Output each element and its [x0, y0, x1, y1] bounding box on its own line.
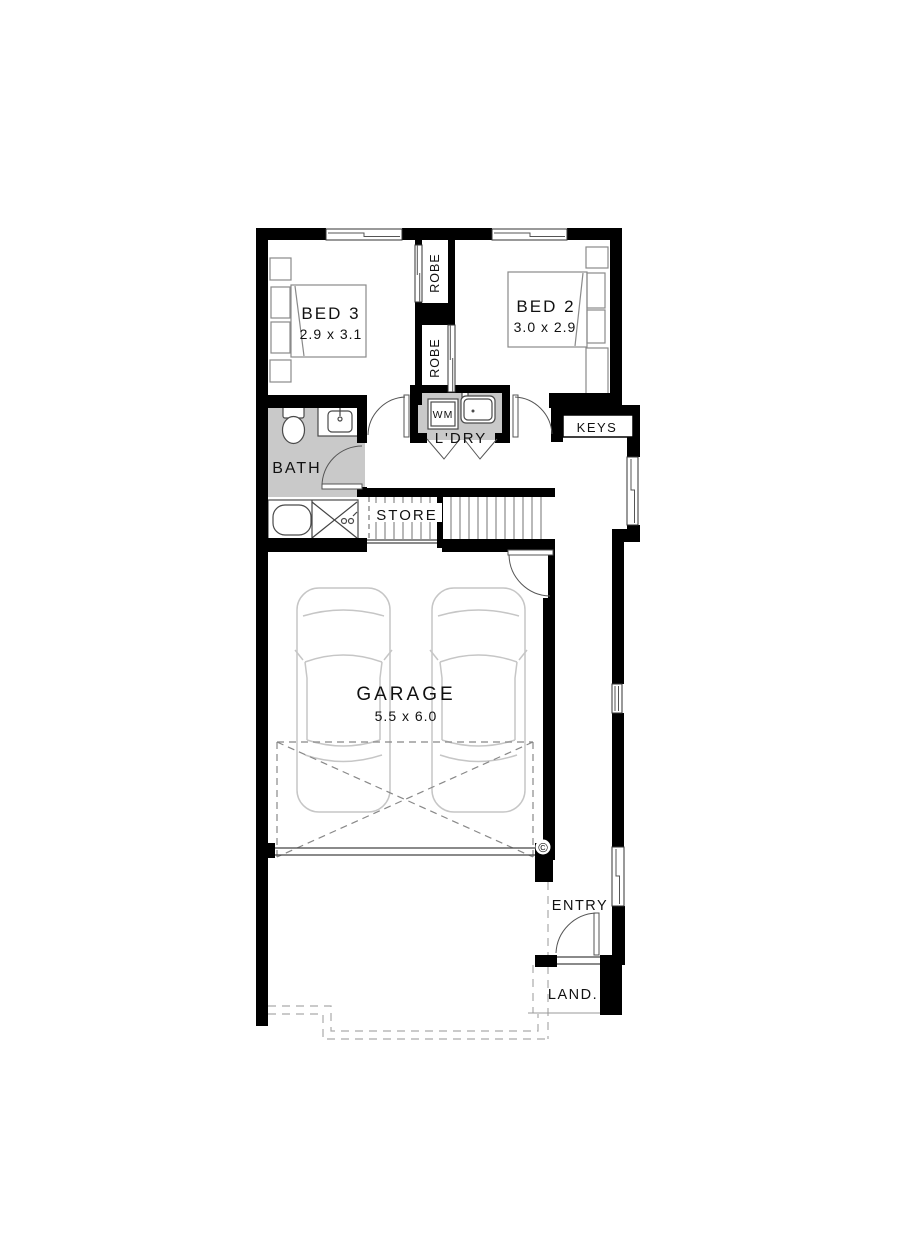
- entry-label: ENTRY: [552, 898, 608, 914]
- robe2-sliding-door: [447, 324, 456, 393]
- garage-dimensions: 5.5 x 6.0: [375, 708, 438, 724]
- garage-label: GARAGE: [356, 684, 455, 705]
- washing-machine-label: WM: [433, 409, 454, 421]
- labels: BED 3 2.9 x 3.1 BED 2 3.0 x 2.9 ROBE ROB…: [272, 253, 618, 1003]
- laundry-label: L'DRY: [435, 430, 488, 447]
- bath-label: BATH: [272, 460, 321, 477]
- bed3-dimensions: 2.9 x 3.1: [300, 326, 363, 342]
- garage-door-dashed-outline: [276, 741, 534, 858]
- store-label: STORE: [376, 507, 437, 524]
- bed2-window: [491, 228, 568, 241]
- toilet: [281, 405, 306, 445]
- robe1-label: ROBE: [428, 253, 442, 292]
- keys-nook: [562, 414, 634, 438]
- garage-panel-door: [274, 847, 536, 856]
- shower: [311, 500, 358, 540]
- bath-door: [321, 445, 363, 490]
- hall-window-upper: [626, 456, 639, 526]
- bed3-label: BED 3: [301, 304, 360, 323]
- garage-internal-door: [507, 549, 554, 597]
- entry-door: [555, 912, 600, 956]
- laundry-trough: [460, 391, 496, 424]
- washing-machine: [427, 398, 459, 430]
- bed2-dimensions: 3.0 x 2.9: [514, 319, 577, 335]
- bed2-label: BED 2: [516, 297, 575, 316]
- driveway-dashed-lines: [268, 882, 600, 1040]
- keys-label: KEYS: [577, 420, 618, 435]
- copyright-symbol: ©: [538, 840, 548, 855]
- entry-window: [611, 846, 625, 907]
- bed3-window: [325, 228, 403, 241]
- robe1-sliding-door: [414, 244, 423, 303]
- copyright-backdrop: [535, 839, 551, 855]
- bed2-door: [512, 394, 553, 438]
- bed3-door: [367, 394, 410, 438]
- vanity: [317, 405, 359, 437]
- robe2-label: ROBE: [428, 338, 442, 377]
- landing-label: LAND.: [548, 987, 598, 1003]
- laundry-bifold-doors: [426, 438, 498, 460]
- entry-threshold: [557, 956, 600, 965]
- store-label-backdrop: [372, 503, 442, 522]
- hall-window-mid: [611, 683, 623, 714]
- bed3-bed: [269, 257, 367, 383]
